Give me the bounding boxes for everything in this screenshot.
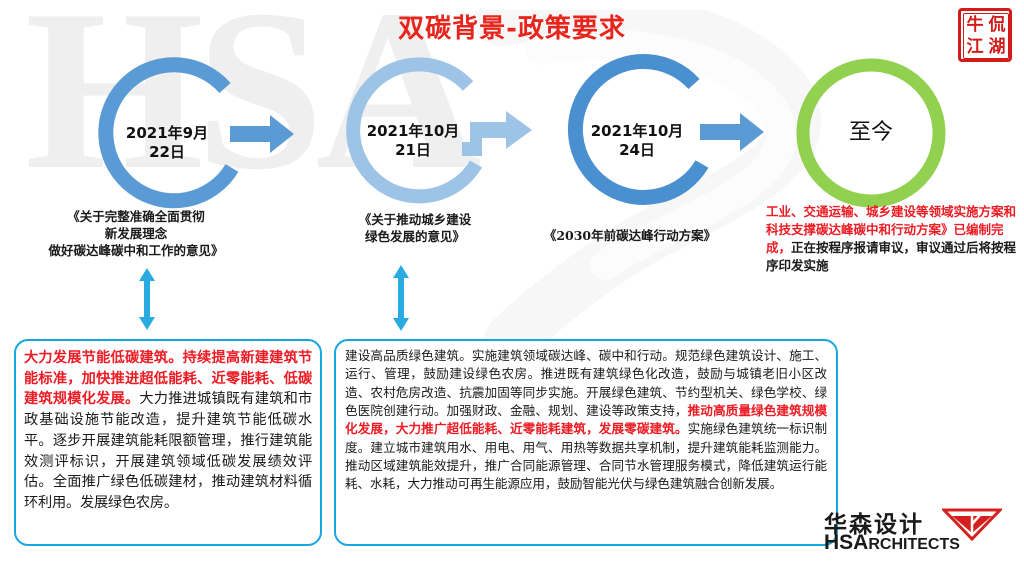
content-box-right: 建设高品质绿色建筑。实施建筑领域碳达峰、碳中和行动。规范绿色建筑设计、施工、运行… xyxy=(334,339,838,546)
content-box-left-black: 大力推进城镇既有建筑和市政基础设施节能改造，提升建筑节能低碳水平。逐步开展建筑能… xyxy=(24,391,312,512)
content-box-left: 大力发展节能低碳建筑。持续提高新建建筑节能标准，加快推进超低能耗、近零能耗、低碳… xyxy=(14,339,322,546)
timeline-ring-3: 2021年10月 24日 xyxy=(552,54,722,226)
timeline-ring-1: 2021年9月 22日 xyxy=(82,57,252,228)
content-box-right-part2: 实施绿色建筑统一标识制度。建立城市建筑用水、用电、用气、用热等数据共享机制，提升… xyxy=(345,421,827,492)
company-logo-triangle-icon xyxy=(942,508,1002,541)
company-logo: 华森设计 HSARCHITECTS xyxy=(824,505,1020,561)
company-logo-en: HSARCHITECTS xyxy=(824,531,960,555)
timeline-ring-4: 至今 xyxy=(796,58,946,208)
background-swoosh-decoration xyxy=(474,10,822,340)
timeline-caption-1: 《关于完整准确全面贯彻 新发展理念 做好碳达峰碳中和工作的意见》 xyxy=(48,209,224,258)
content-box-left-red: 大力发展节能低碳建筑。持续提高新建建筑节能标准，加快推进超低能耗、近零能耗、低碳… xyxy=(24,350,312,408)
timeline-arrow-3 xyxy=(700,113,764,151)
seal-char-2: 侃 xyxy=(988,14,1006,35)
timeline-caption-2: 《关于推动城乡建设 绿色发展的意见》 xyxy=(358,212,472,244)
timeline-arrow-1 xyxy=(230,115,294,153)
timeline-ring-2: 2021年10月 21日 xyxy=(330,57,496,224)
seal-char-4: 湖 xyxy=(988,36,1006,57)
timeline-date-2: 2021年10月 21日 xyxy=(366,122,460,159)
company-logo-en-main: HSA xyxy=(824,531,869,554)
policy-status-note-red: 工业、交通运输、城乡建设等领域实施方案和科技支撑碳达峰碳中和行动方案》已编制完成… xyxy=(766,204,1017,256)
vertical-double-arrow-2 xyxy=(393,265,409,331)
timeline-arrow-2 xyxy=(462,111,532,156)
red-seal-stamp: 牛 侃 江 湖 xyxy=(958,8,1012,62)
timeline-date-3: 2021年10月 24日 xyxy=(590,122,684,159)
page-title: 双碳背景-政策要求 xyxy=(398,14,626,44)
seal-char-3: 江 xyxy=(966,36,984,57)
company-logo-en-rest: RCHITECTS xyxy=(868,536,960,553)
content-box-right-red: 推动高质量绿色建筑规模化发展，大力推广超低能耗、近零能耗建筑，发展零碳建筑。 xyxy=(345,402,827,437)
background-watermark-hsa: HSA xyxy=(25,0,482,217)
policy-status-note-black: 正在按程序报请审议，审议通过后将按程序印发实施 xyxy=(766,240,1017,274)
seal-char-1: 牛 xyxy=(966,14,984,35)
content-box-right-part1: 建设高品质绿色建筑。实施建筑领域碳达峰、碳中和行动。规范绿色建筑设计、施工、运行… xyxy=(345,348,827,418)
timeline-date-4: 至今 xyxy=(848,120,893,146)
timeline-date-1: 2021年9月 22日 xyxy=(125,124,209,161)
vertical-double-arrow-1 xyxy=(139,268,155,330)
timeline-caption-3: 《2030年前碳达峰行动方案》 xyxy=(543,228,717,243)
policy-status-note: 工业、交通运输、城乡建设等领域实施方案和科技支撑碳达峰碳中和行动方案》已编制完成… xyxy=(766,203,1018,276)
company-logo-cn: 华森设计 xyxy=(824,512,924,538)
